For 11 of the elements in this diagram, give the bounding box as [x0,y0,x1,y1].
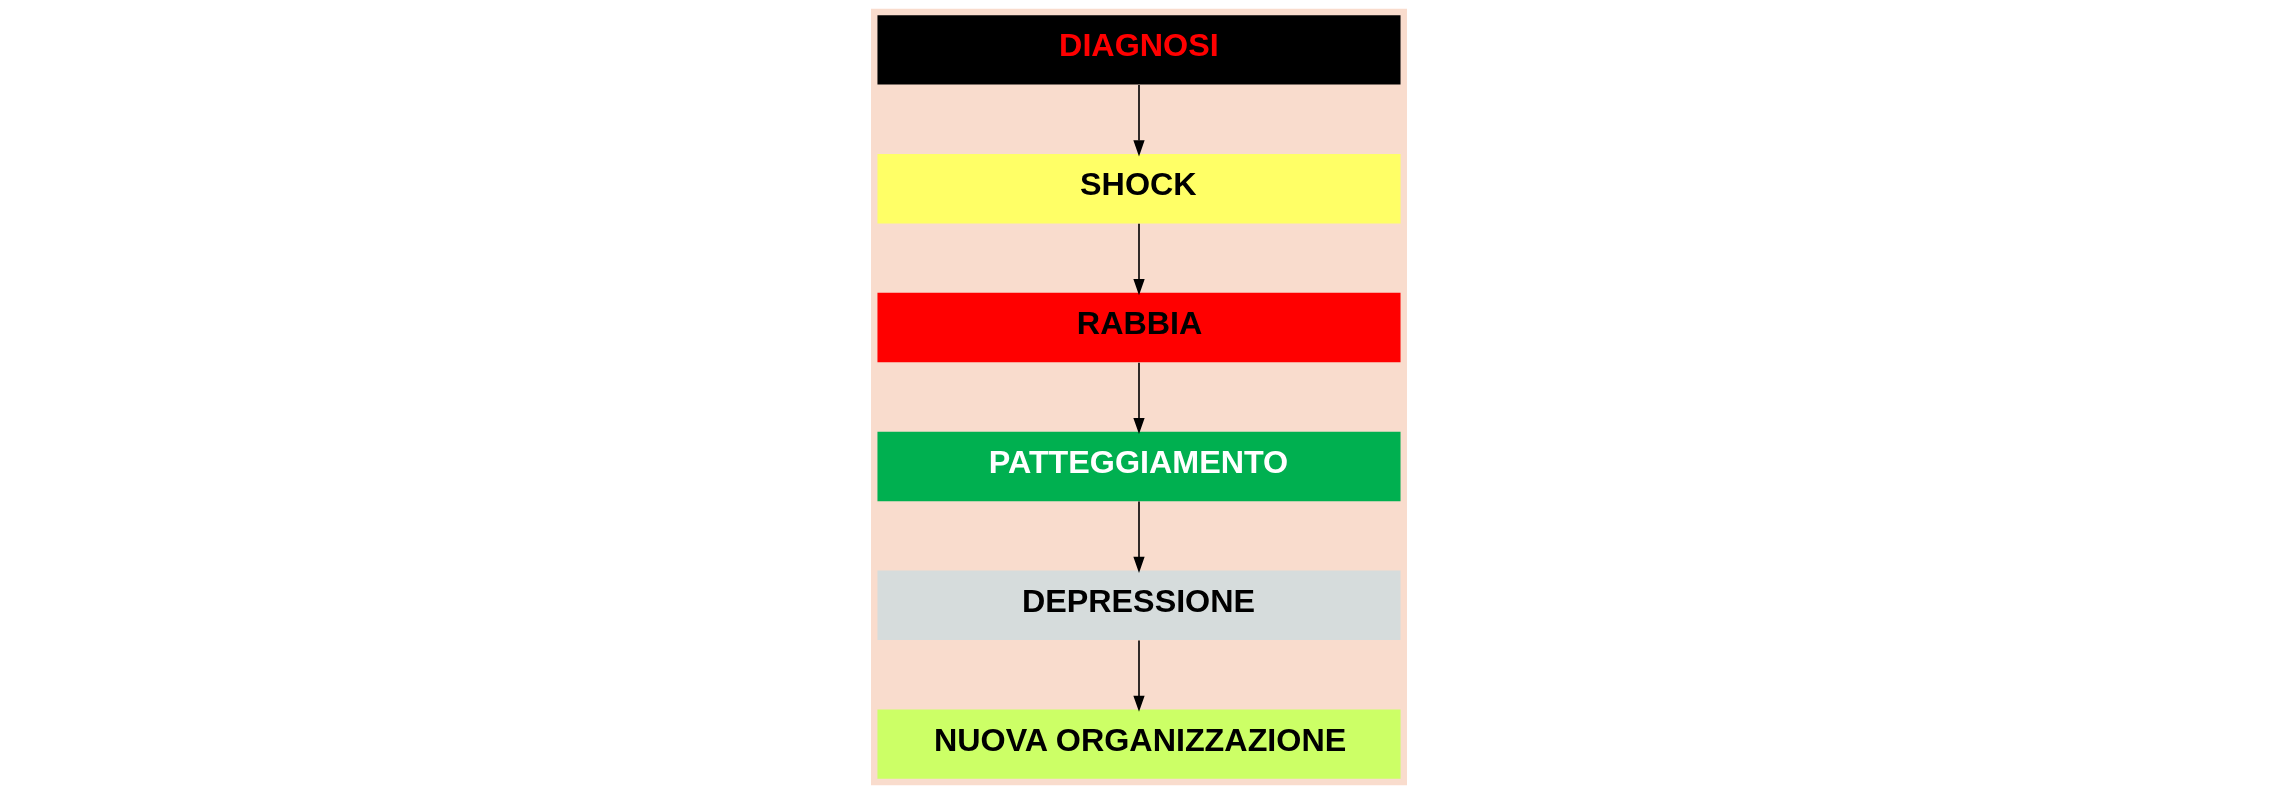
node-box: RABBIA [876,292,1401,363]
arrow [1132,361,1145,435]
node-box: NUOVA ORGANIZZAZIONE [876,709,1401,779]
arrow [1132,223,1145,296]
node-box: DIAGNOSI [876,15,1401,85]
node-box: DEPRESSIONE [876,570,1401,640]
arrow [1132,84,1145,157]
arrow [1132,639,1145,712]
node-box: PATTEGGIAMENTO [876,431,1401,502]
node-box: SHOCK [876,154,1401,224]
arrow [1132,500,1145,573]
